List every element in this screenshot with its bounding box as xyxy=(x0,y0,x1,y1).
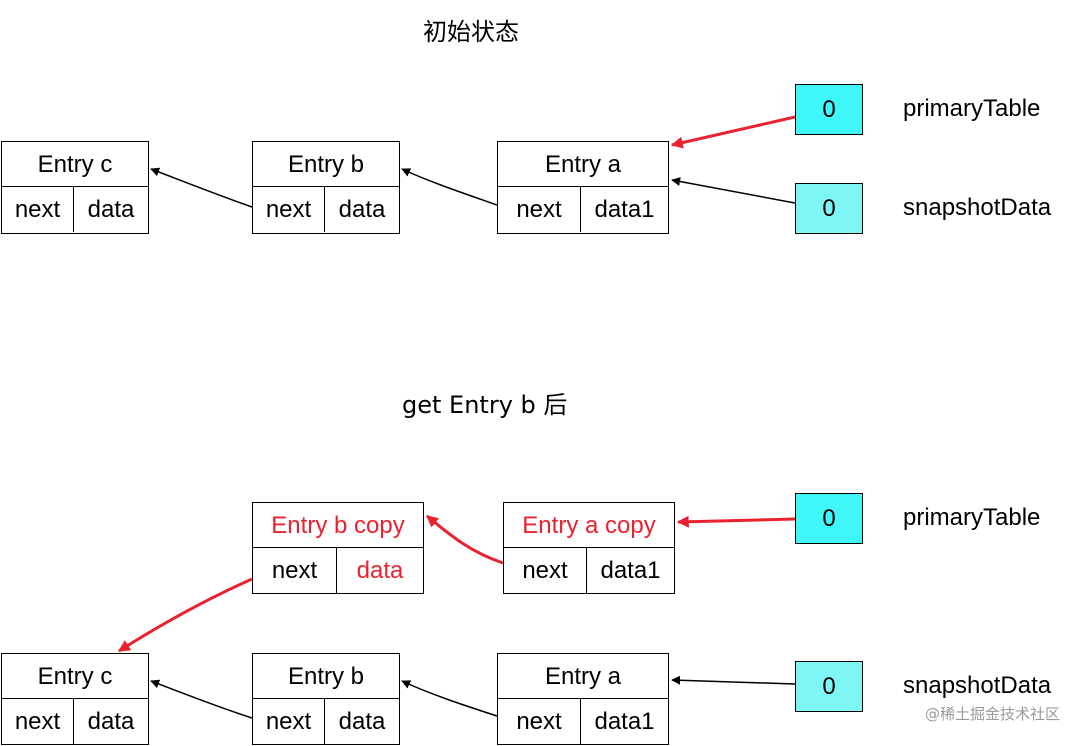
entry-c-label: Entry c xyxy=(2,142,148,187)
entry-c-node: Entry c next data xyxy=(1,141,149,234)
entry-c-node: Entry c next data xyxy=(1,653,149,745)
arrow-entry-b-to-entry-c xyxy=(150,167,253,208)
next-cell: next xyxy=(498,187,581,232)
data1-cell: data1 xyxy=(594,708,655,735)
next-cell: next xyxy=(498,699,581,744)
entry-b-node: Entry b next data xyxy=(252,653,400,745)
next-cell: next xyxy=(504,548,587,593)
next-cell: next xyxy=(253,699,325,744)
watermark: @稀土掘金技术社区 xyxy=(924,705,1060,723)
next-cell: next xyxy=(2,187,74,232)
entry-a-node: Entry a next data1 xyxy=(497,653,669,745)
entry-b-copy-node: Entry b copy next data xyxy=(252,502,424,594)
primary-table-box: 0 xyxy=(795,493,863,544)
snapshot-data-box: 0 xyxy=(795,183,863,234)
arrow-snapshot-to-entry-a xyxy=(671,675,796,685)
initial-state-title: 初始状态 xyxy=(423,18,519,46)
arrow-primary-to-entry-a-copy xyxy=(676,515,796,528)
data-cell: data xyxy=(87,196,135,223)
entry-b-copy-label: Entry b copy xyxy=(253,503,423,548)
next-cell: next xyxy=(2,699,74,744)
next-cell: next xyxy=(253,187,325,232)
arrow-entry-b-to-entry-c xyxy=(150,679,253,719)
entry-b-node: Entry b next data xyxy=(252,141,400,234)
snapshot-data-box: 0 xyxy=(795,661,863,712)
after-get-title: get Entry b 后 xyxy=(402,391,568,419)
entry-a-copy-node: Entry a copy next data1 xyxy=(503,502,675,594)
arrow-snapshot-to-entry-a xyxy=(671,177,796,204)
entry-a-label: Entry a xyxy=(498,142,668,187)
data1-cell: data1 xyxy=(594,196,655,223)
entry-a-node: Entry a next data1 xyxy=(497,141,669,234)
data-cell: data xyxy=(356,557,404,584)
data-cell: data xyxy=(338,196,386,223)
data1-cell: data1 xyxy=(600,557,661,584)
entry-b-label: Entry b xyxy=(253,654,399,699)
primary-table-box: 0 xyxy=(795,84,863,135)
arrow-entry-b-copy-to-entry-c xyxy=(117,577,253,653)
arrow-entry-a-to-entry-b xyxy=(401,680,498,717)
data-cell: data xyxy=(87,708,135,735)
primary-table-label: primaryTable xyxy=(903,504,1041,531)
snapshot-data-label: snapshotData xyxy=(903,672,1052,699)
arrow-primary-to-entry-a xyxy=(670,115,796,149)
entry-a-label: Entry a xyxy=(498,654,668,699)
primary-table-label: primaryTable xyxy=(903,95,1041,122)
snapshot-data-label: snapshotData xyxy=(903,194,1052,221)
data-cell: data xyxy=(338,708,386,735)
arrow-entry-a-to-entry-b xyxy=(401,168,498,206)
entry-a-copy-label: Entry a copy xyxy=(504,503,674,548)
entry-c-label: Entry c xyxy=(2,654,148,699)
next-cell: next xyxy=(253,548,337,593)
entry-b-label: Entry b xyxy=(253,142,399,187)
arrow-entry-a-copy-to-entry-b-copy xyxy=(426,514,504,565)
